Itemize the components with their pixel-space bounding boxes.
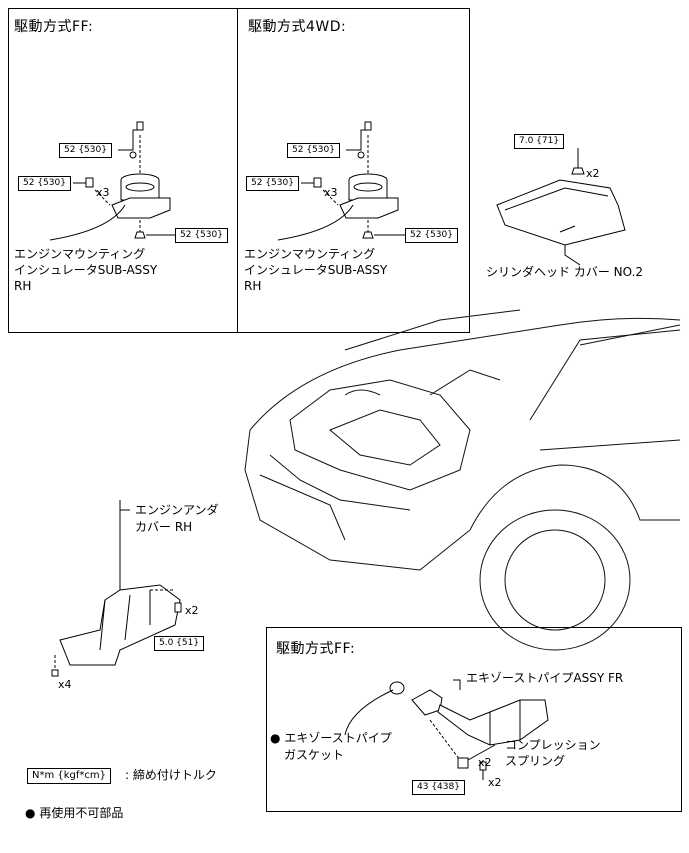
legend-bullet-icon: ● [25, 806, 36, 820]
under-cover-qty-left: x4 [58, 678, 72, 691]
cylinder-cover-qty: x2 [586, 167, 600, 180]
spring-qty: x2 [478, 756, 492, 769]
legend-torque-unit: N*m {kgf*cm} [27, 768, 112, 784]
4wd-mount-panel [237, 8, 470, 333]
spring-label-1: コンプレッション [505, 738, 601, 752]
4wd-qty-left: x3 [324, 186, 338, 199]
ff-torque-left: 52 {530} [18, 176, 71, 191]
exhaust-pipe-label: エキゾーストパイプASSY FR [466, 671, 624, 685]
ff-qty-left: x3 [96, 186, 110, 199]
under-cover-label-1: エンジンアンダ [135, 503, 219, 517]
ff-torque-top: 52 {530} [59, 143, 112, 158]
4wd-engine-mount-insulator [277, 121, 399, 241]
cylinder-head-cover-label: シリンダヘッド カバー NO.2 [486, 265, 644, 279]
cylinder-cover-torque: 7.0 {71} [514, 134, 565, 149]
nonreusable-bullet: ● [270, 731, 281, 745]
legend-nonreusable-text: 再使用不可部品 [39, 806, 124, 820]
gasket-label-2: ガスケット [284, 748, 345, 762]
ff-mount-panel [8, 8, 239, 333]
ff-mount-label-2: インシュレータSUB-ASSY [14, 263, 158, 277]
under-cover-torque: 5.0 {51} [154, 636, 205, 651]
exhaust-torque: 43 {438} [412, 780, 465, 795]
under-cover-qty-right: x2 [185, 604, 199, 617]
spring-label-2: スプリング [505, 754, 566, 768]
ff-torque-bottom: 52 {530} [175, 228, 228, 243]
4wd-panel-title: 駆動方式4WD: [248, 19, 347, 35]
cylinder-head-cover-drawing [496, 148, 626, 266]
under-cover-label-2: カバー RH [135, 520, 193, 534]
4wd-mount-label-3: RH [244, 279, 262, 293]
legend-torque-desc: : 締め付けトルク [125, 768, 217, 782]
4wd-torque-left: 52 {530} [246, 176, 299, 191]
exhaust-pipe-drawing [344, 679, 549, 780]
exhaust-panel-title: 駆動方式FF: [276, 641, 356, 657]
bolt-qty: x2 [488, 776, 502, 789]
gasket-label-text-1: エキゾーストパイプ [284, 731, 392, 745]
gasket-label-1: ● エキゾーストパイプ [270, 731, 392, 746]
ff-engine-mount-insulator [49, 121, 171, 241]
ff-mount-label-1: エンジンマウンティング [14, 247, 146, 261]
ff-panel-title: 駆動方式FF: [14, 19, 94, 35]
engine-under-cover-drawing [51, 500, 182, 677]
car-front-drawing [244, 309, 681, 651]
4wd-torque-bottom: 52 {530} [405, 228, 458, 243]
4wd-torque-top: 52 {530} [287, 143, 340, 158]
4wd-mount-label-2: インシュレータSUB-ASSY [244, 263, 388, 277]
legend-nonreusable: ● 再使用不可部品 [25, 806, 123, 821]
ff-mount-label-3: RH [14, 279, 32, 293]
4wd-mount-label-1: エンジンマウンティング [244, 247, 376, 261]
